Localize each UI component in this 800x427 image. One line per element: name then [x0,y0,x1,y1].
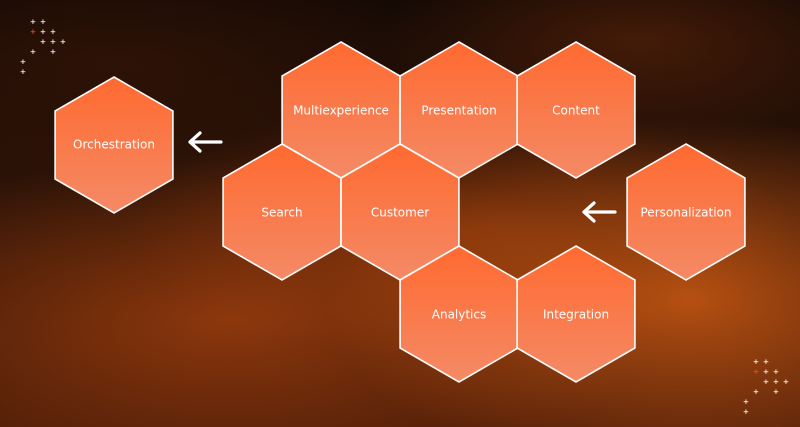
plus-icon: + [60,38,66,48]
hex-shape [626,143,746,281]
hex-shape [54,76,174,214]
arrow-left-icon [582,201,617,223]
plus-icon: + [40,18,46,28]
hex-label: Personalization [641,206,732,220]
plus-icon: + [743,408,749,418]
plus-icon: + [753,368,759,378]
hex-label: Analytics [432,308,487,322]
hex-search: Search [222,143,342,281]
plus-icon: + [783,378,789,388]
plus-icon: + [50,28,56,38]
plus-icon: + [30,28,36,38]
plus-icon: + [773,388,779,398]
plus-icon: + [50,38,56,48]
hex-shape [516,41,636,179]
plus-icon: + [40,28,46,38]
hex-content: Content [516,41,636,179]
plus-icon: + [20,58,26,68]
plus-icon: + [40,38,46,48]
plus-icon: + [753,358,759,368]
hex-label: Search [261,206,302,220]
hex-label: Integration [543,308,609,322]
hex-personalization: Personalization [626,143,746,281]
hex-label: Orchestration [73,138,155,152]
plus-icon: + [30,18,36,28]
plus-cluster-decoration: ++++++++++++ [20,18,66,78]
plus-icon: + [773,368,779,378]
plus-icon: + [773,378,779,388]
plus-icon: + [20,68,26,78]
hex-shape [516,245,636,383]
plus-icon: + [753,388,759,398]
plus-icon: + [30,48,36,58]
plus-icon: + [743,398,749,408]
hex-label: Presentation [421,104,496,118]
plus-icon: + [763,378,769,388]
hex-label: Multiexperience [293,104,389,118]
plus-icon: + [50,48,56,58]
hex-label: Customer [371,206,429,220]
hex-orchestration: Orchestration [54,76,174,214]
plus-icon: + [763,358,769,368]
plus-icon: + [763,368,769,378]
arrow-left-icon [188,131,223,153]
hex-integration: Integration [516,245,636,383]
plus-cluster-decoration: ++++++++++++ [743,358,789,418]
hex-label: Content [552,104,600,118]
hex-customer: Customer [340,143,460,281]
